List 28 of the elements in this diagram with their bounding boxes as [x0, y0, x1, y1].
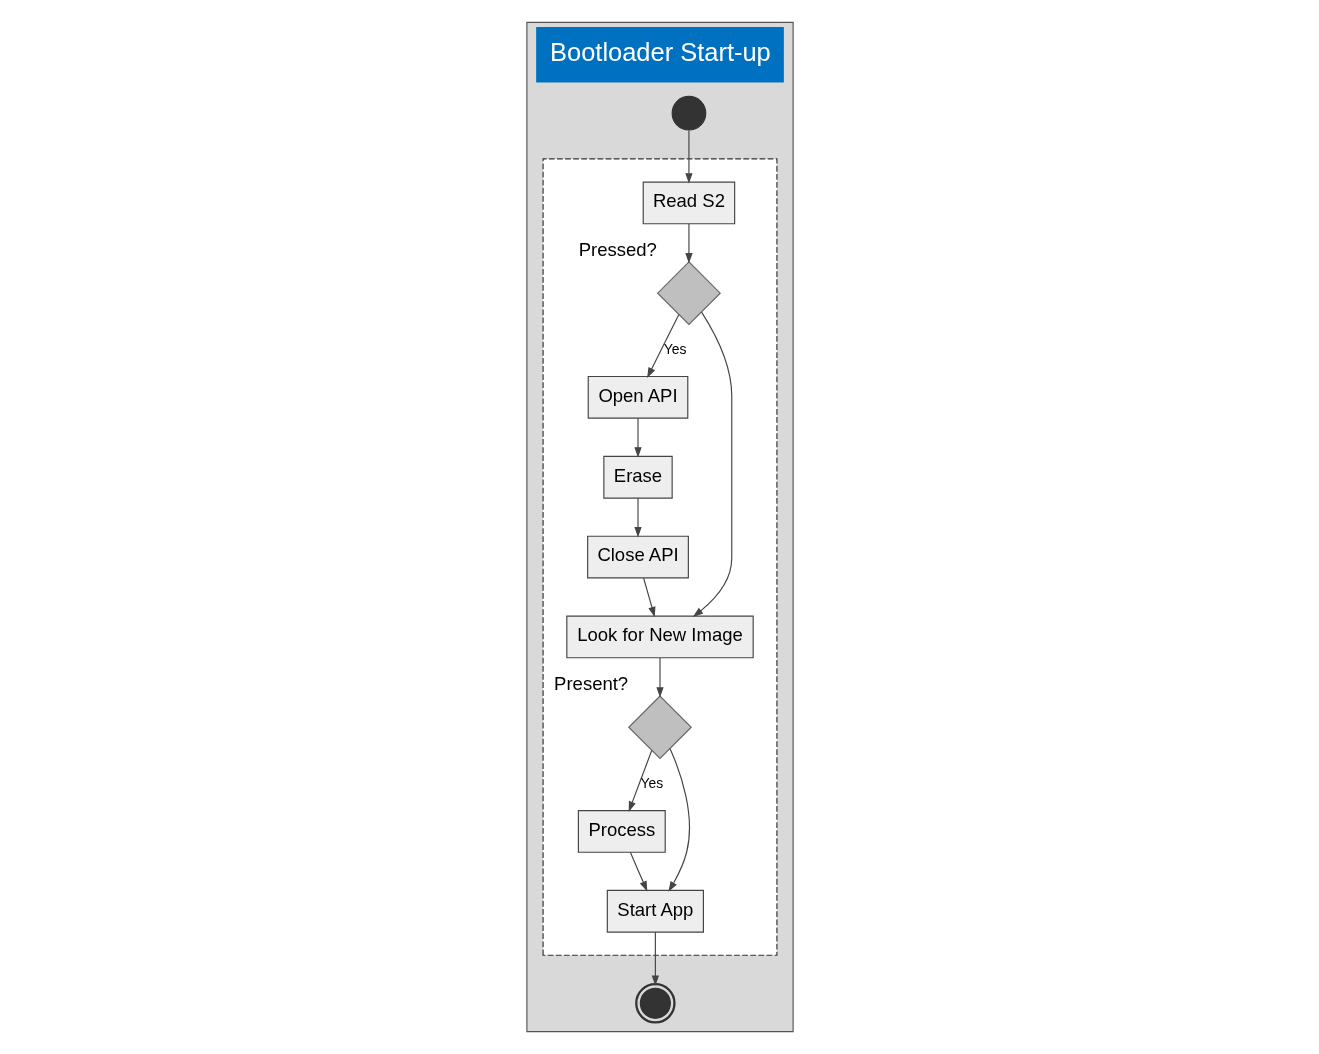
arrow	[651, 931, 659, 986]
arrow	[633, 497, 642, 538]
arrow	[633, 417, 642, 458]
node-box: Close API	[586, 535, 689, 579]
arrow	[629, 851, 647, 892]
arrow	[684, 129, 693, 184]
node-box: Erase	[602, 455, 673, 499]
edge-label: Yes	[663, 341, 686, 358]
node-box: Look for New Image	[565, 615, 754, 659]
node-circle	[634, 983, 676, 1024]
node-diamond	[627, 695, 692, 760]
arrow	[667, 748, 690, 892]
arrow	[684, 223, 693, 264]
node-label: Pressed?	[578, 238, 657, 260]
node-box: Start App	[606, 889, 704, 933]
arrow	[692, 311, 732, 617]
node-box: Read S2	[642, 181, 735, 225]
node-label: Present?	[553, 672, 628, 694]
cluster	[542, 158, 777, 956]
arrow	[646, 313, 679, 379]
node-box: Process	[577, 810, 666, 853]
arrow	[642, 577, 655, 618]
node-circle	[671, 95, 706, 131]
arrow	[628, 749, 652, 812]
arrow	[655, 657, 664, 698]
edge-label: Yes	[640, 775, 663, 792]
node-diamond	[656, 261, 721, 326]
node-box: Open API	[587, 375, 688, 419]
